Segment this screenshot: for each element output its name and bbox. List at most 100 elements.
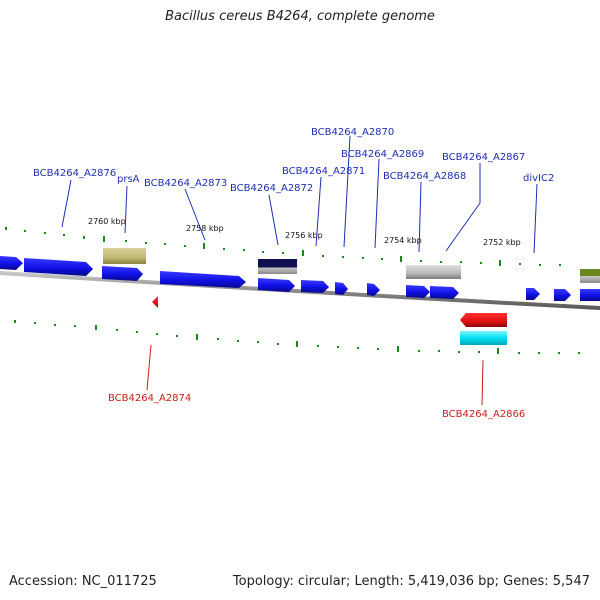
tick <box>458 351 460 353</box>
tick <box>44 232 46 234</box>
tick <box>176 335 178 337</box>
accession-label: Accession: NC_011725 <box>9 574 157 589</box>
map-title: Bacillus cereus B4264, complete genome <box>165 9 435 24</box>
gene-label-bcb4264-a2868[interactable]: BCB4264_A2868 <box>383 171 466 182</box>
leader-line <box>533 183 538 254</box>
tick <box>136 331 138 333</box>
tick <box>257 341 259 343</box>
gene-label-bcb4264-a2867[interactable]: BCB4264_A2867 <box>442 152 525 163</box>
tick <box>578 352 580 354</box>
tick <box>519 263 521 265</box>
tick <box>322 255 324 257</box>
tick <box>116 329 118 331</box>
tick <box>499 260 501 266</box>
forward-gene-track <box>0 256 600 301</box>
tick <box>397 346 399 352</box>
tick <box>420 260 422 262</box>
leader-line <box>315 176 322 247</box>
leader-line <box>124 185 128 234</box>
tick <box>74 325 76 327</box>
scale-label-2758: 2758 kbp <box>186 224 224 233</box>
gene-label-bcb4264-a2871[interactable]: BCB4264_A2871 <box>282 166 365 177</box>
inner-tick-row <box>14 320 580 354</box>
tick <box>164 243 166 245</box>
outer-tick-row <box>5 227 561 266</box>
tick <box>342 256 344 258</box>
tick <box>63 234 65 236</box>
leader-line <box>418 181 422 253</box>
tick <box>559 264 561 266</box>
scale-label-2756: 2756 kbp <box>285 231 323 240</box>
forward-gene[interactable] <box>102 266 143 281</box>
tick <box>24 230 26 232</box>
scale-label-2754: 2754 kbp <box>384 236 422 245</box>
tick <box>539 264 541 266</box>
navy-feature[interactable] <box>258 259 297 274</box>
forward-gene[interactable] <box>335 282 348 295</box>
tick <box>217 338 219 340</box>
tick <box>381 258 383 260</box>
tick <box>478 351 480 353</box>
forward-gene[interactable] <box>0 256 23 270</box>
tick <box>538 352 540 354</box>
gene-label-bcb4264-a2876[interactable]: BCB4264_A2876 <box>33 168 116 179</box>
tick <box>558 352 560 354</box>
reverse-leader-lines <box>146 344 484 406</box>
tick <box>418 350 420 352</box>
tick <box>362 257 364 259</box>
gene-label-bcb4264-a2866[interactable]: BCB4264_A2866 <box>442 409 525 420</box>
gene-label-bcb4264-a2870[interactable]: BCB4264_A2870 <box>311 127 394 138</box>
scale-label-2760: 2760 kbp <box>88 217 126 226</box>
tick <box>377 348 379 350</box>
gene-label-divic2[interactable]: divIC2 <box>523 173 554 184</box>
tick <box>184 245 186 247</box>
tick <box>317 345 319 347</box>
leader-line <box>184 188 206 241</box>
forward-gene[interactable] <box>258 278 295 292</box>
tick <box>357 347 359 349</box>
forward-gene[interactable] <box>367 283 380 296</box>
tick <box>282 252 284 254</box>
tick <box>262 251 264 253</box>
tick <box>337 346 339 348</box>
leader-line <box>445 163 481 252</box>
grey-feature[interactable] <box>406 265 461 279</box>
gene-label-bcb4264-a2869[interactable]: BCB4264_A2869 <box>341 149 424 160</box>
tick <box>438 350 440 352</box>
green-feature[interactable] <box>580 269 600 283</box>
forward-gene[interactable] <box>526 288 540 300</box>
tick <box>54 324 56 326</box>
reverse-gene[interactable] <box>460 313 507 327</box>
forward-gene[interactable] <box>580 289 600 301</box>
tick <box>196 334 198 340</box>
genome-backbone <box>0 271 600 310</box>
scale-label-2752: 2752 kbp <box>483 238 521 247</box>
forward-gene[interactable] <box>430 286 459 299</box>
forward-gene[interactable] <box>301 280 329 293</box>
gene-label-bcb4264-a2872[interactable]: BCB4264_A2872 <box>230 183 313 194</box>
reverse-gene-track <box>152 296 507 345</box>
genome-summary: Topology: circular; Length: 5,419,036 bp… <box>232 574 590 589</box>
tick <box>518 352 520 354</box>
gene-label-bcb4264-a2873[interactable]: BCB4264_A2873 <box>144 178 227 189</box>
gene-label-prsa[interactable]: prsA <box>117 174 140 185</box>
tick <box>296 341 298 347</box>
tick <box>400 256 402 262</box>
tick <box>277 343 279 345</box>
olive-feature[interactable] <box>103 248 146 264</box>
forward-gene[interactable] <box>554 289 571 301</box>
tick <box>34 322 36 324</box>
forward-gene[interactable] <box>24 258 93 276</box>
feature-track <box>103 248 600 283</box>
leader-line <box>343 135 351 248</box>
gene-label-bcb4264-a2874[interactable]: BCB4264_A2874 <box>108 393 191 404</box>
reverse-gene[interactable] <box>152 296 158 308</box>
forward-gene[interactable] <box>406 285 430 298</box>
tick <box>480 262 482 264</box>
forward-gene[interactable] <box>160 271 246 288</box>
tick <box>460 261 462 263</box>
tick <box>223 248 225 250</box>
tick <box>243 249 245 251</box>
cyan-feature[interactable] <box>460 331 507 345</box>
